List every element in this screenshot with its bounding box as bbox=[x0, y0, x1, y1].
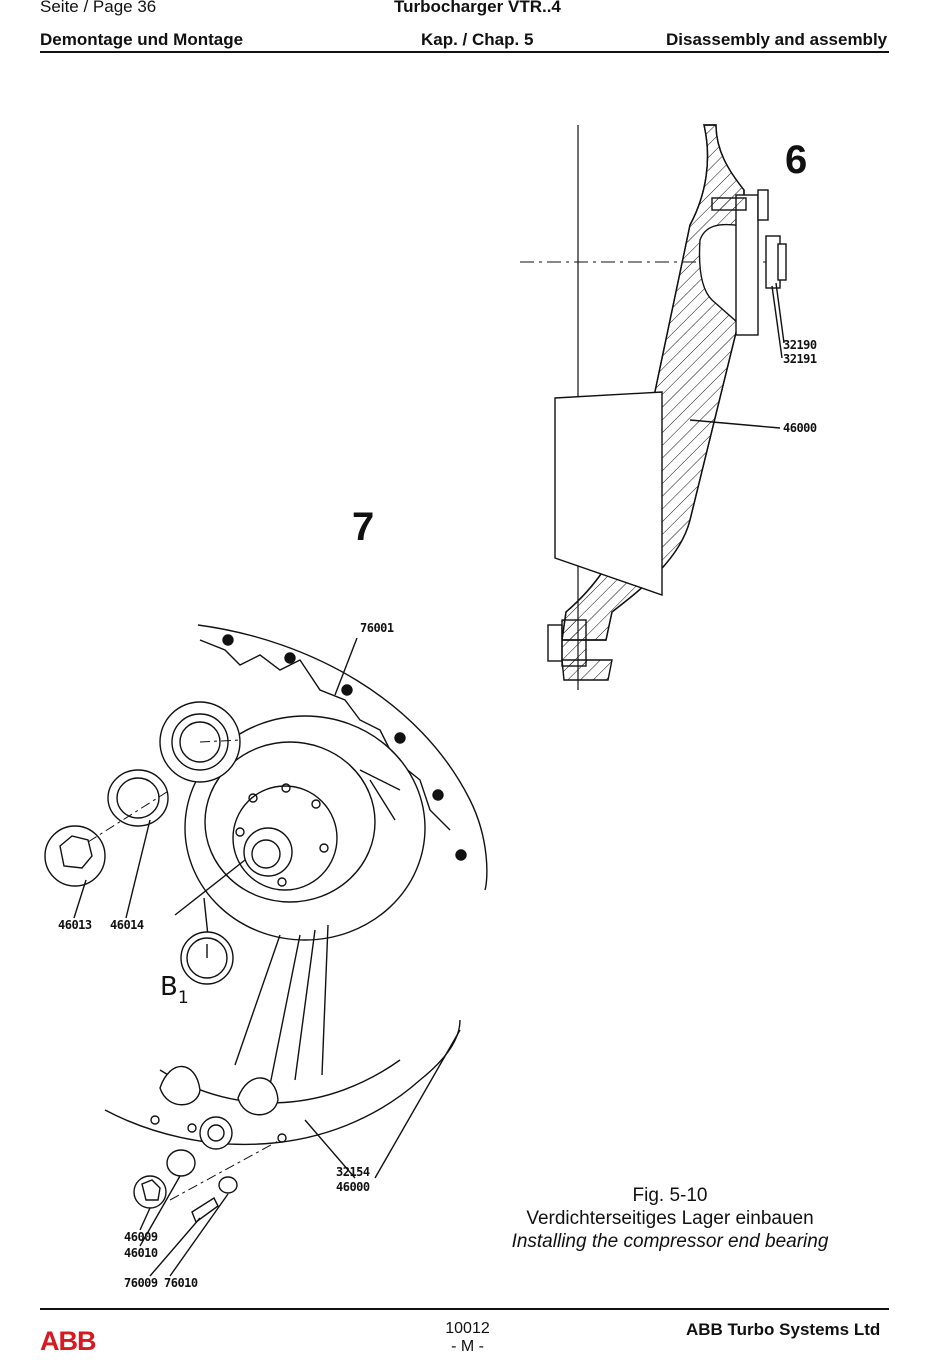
company-name: ABB Turbo Systems Ltd bbox=[686, 1320, 881, 1339]
figure-title-german: Verdichterseitiges Lager einbauen bbox=[526, 1208, 814, 1229]
callout-46000-bottom: 46000 bbox=[336, 1180, 370, 1194]
assembly-view-7 bbox=[44, 624, 488, 1277]
callout-76001: 76001 bbox=[360, 621, 394, 635]
view-7-label: 7 bbox=[352, 505, 375, 549]
section-title-german: Demontage und Montage bbox=[40, 30, 244, 49]
callout-32191: 32191 bbox=[783, 352, 817, 366]
abb-logo: ABB bbox=[40, 1326, 96, 1356]
callout-76009: 76009 bbox=[124, 1276, 158, 1290]
callout-46013: 46013 bbox=[58, 918, 92, 932]
callout-46009: 46009 bbox=[124, 1230, 158, 1244]
section-view-6 bbox=[520, 124, 790, 690]
callout-46000-top: 46000 bbox=[783, 421, 817, 435]
dial-gauge-subscript: 1 bbox=[177, 988, 189, 1008]
callout-46010: 46010 bbox=[124, 1246, 158, 1260]
document-number: 10012 bbox=[445, 1320, 490, 1337]
document-title: Turbocharger VTR..4 bbox=[394, 0, 561, 16]
callout-32154: 32154 bbox=[336, 1165, 370, 1179]
callout-32190: 32190 bbox=[783, 338, 817, 352]
header-rule bbox=[40, 51, 889, 53]
revision-mark: - M - bbox=[451, 1338, 484, 1355]
chapter-label: Kap. / Chap. 5 bbox=[421, 30, 534, 49]
view-6-label: 6 bbox=[785, 138, 808, 182]
figure-title-english: Installing the compressor end bearing bbox=[511, 1231, 829, 1252]
footer-rule bbox=[40, 1308, 889, 1310]
page-number: Seite / Page 36 bbox=[40, 0, 157, 16]
callout-76010: 76010 bbox=[164, 1276, 198, 1290]
figure-caption: Fig. 5-10 Verdichterseitiges Lager einba… bbox=[500, 1184, 840, 1253]
callout-46014: 46014 bbox=[110, 918, 144, 932]
section-title-english: Disassembly and assembly bbox=[666, 30, 888, 49]
dial-gauge-letter: B bbox=[160, 972, 178, 1002]
figure-number: Fig. 5-10 bbox=[632, 1185, 708, 1206]
footer-doc-info: 10012 - M - bbox=[400, 1320, 535, 1356]
dial-gauge-label: B1 bbox=[160, 972, 189, 1008]
